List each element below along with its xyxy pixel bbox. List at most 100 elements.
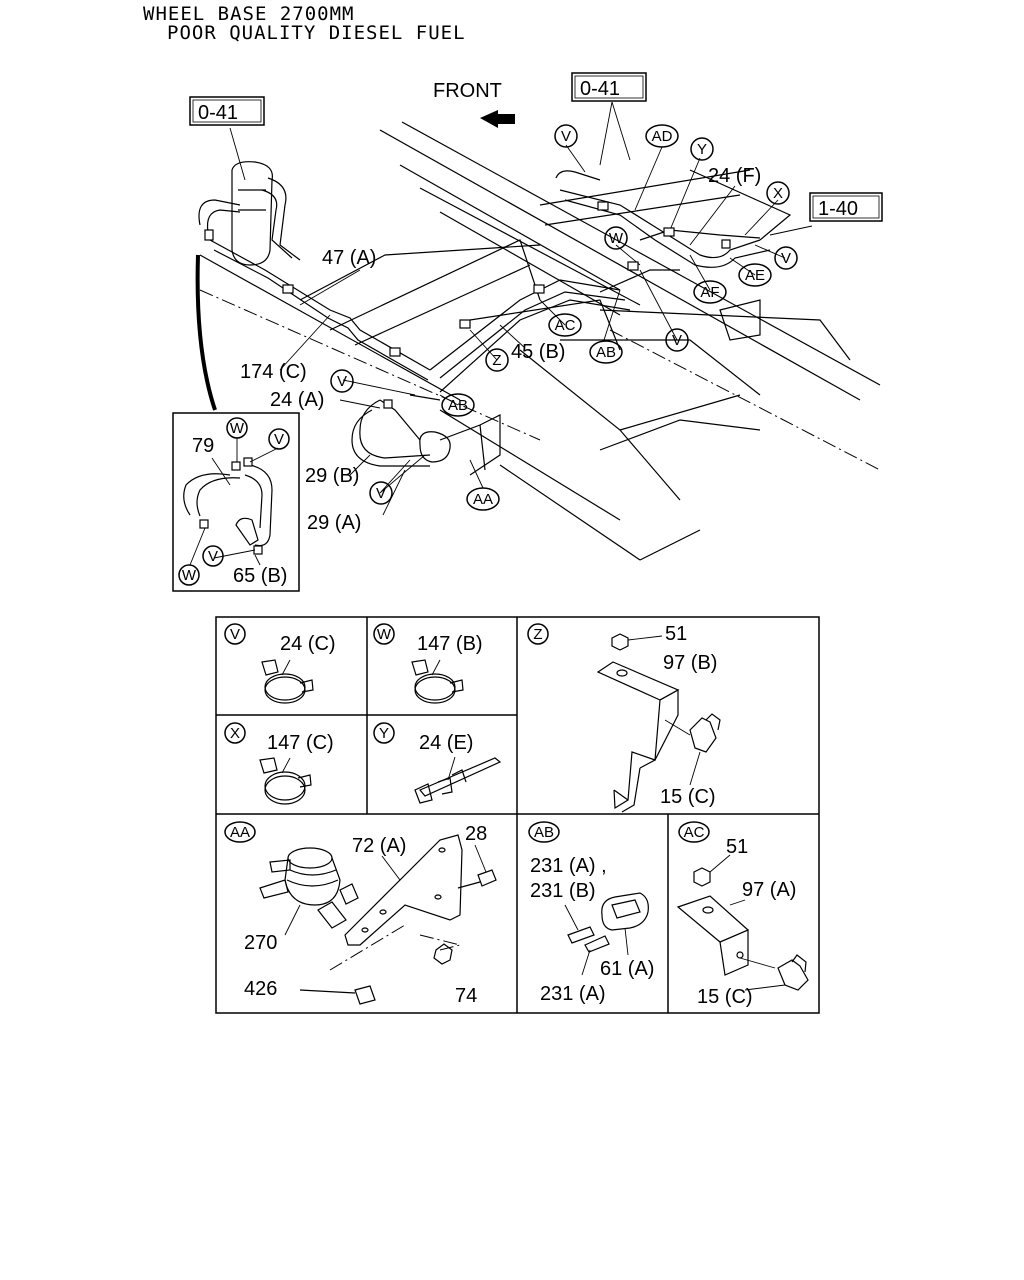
part-174c: 174 (C) bbox=[240, 361, 307, 383]
detail-code-ab: AB bbox=[528, 821, 560, 843]
title-wheel-base: WHEEL BASE 2700MM bbox=[143, 3, 355, 25]
part-47a: 47 (A) bbox=[322, 247, 376, 269]
hose-clamp-icon bbox=[261, 659, 314, 704]
svg-text:AB: AB bbox=[534, 824, 554, 841]
callout-ab: AB bbox=[441, 393, 475, 417]
pipe-clamps bbox=[204, 201, 731, 409]
callout-aa: AA bbox=[466, 487, 500, 511]
detail-aa: AA 72 (A) 28 270 426 74 bbox=[224, 821, 497, 1007]
svg-text:Z: Z bbox=[492, 352, 501, 369]
detail-ab-part-231a-b: 231 (A) , bbox=[530, 855, 607, 877]
ref-label: 1-40 bbox=[818, 198, 858, 220]
detail-code-z: Z bbox=[527, 623, 549, 645]
svg-text:AA: AA bbox=[473, 491, 493, 508]
detail-w: W 147 (B) bbox=[373, 623, 483, 704]
svg-text:AE: AE bbox=[745, 267, 765, 284]
callout-v: V bbox=[330, 369, 354, 393]
detail-code-v: V bbox=[224, 623, 246, 645]
ref-label: 0-41 bbox=[580, 78, 620, 100]
title-fuel-quality: POOR QUALITY DIESEL FUEL bbox=[167, 22, 466, 44]
detail-v: V 24 (C) bbox=[224, 623, 336, 704]
detail-code-y: Y bbox=[373, 722, 395, 744]
detail-aa-part-72a: 72 (A) bbox=[352, 835, 406, 857]
inset-detail: 79 W V V W 65 (B) bbox=[172, 412, 300, 592]
callout-x: X bbox=[766, 181, 790, 205]
detail-ab: AB 231 (A) , 231 (B) 61 (A) 231 (A) bbox=[528, 821, 654, 1005]
inset-callout-v: V bbox=[268, 428, 290, 450]
hose-clamp-icon bbox=[411, 659, 464, 704]
callout-ad: AD bbox=[645, 124, 679, 148]
ref-label: 0-41 bbox=[198, 102, 238, 124]
svg-text:W: W bbox=[377, 626, 392, 643]
inset-pointer bbox=[195, 254, 217, 411]
detail-y-part: 24 (E) bbox=[419, 732, 473, 754]
bracket-icon bbox=[676, 854, 809, 991]
part-24f: 24 (F) bbox=[708, 165, 761, 187]
callout-af: AF bbox=[693, 280, 727, 304]
svg-text:AD: AD bbox=[652, 128, 673, 145]
detail-code-w: W bbox=[373, 623, 395, 645]
detail-ab-part-61a: 61 (A) bbox=[600, 958, 654, 980]
inset-callout-w: W bbox=[226, 417, 248, 439]
part-45b: 45 (B) bbox=[511, 341, 565, 363]
callout-v: V bbox=[665, 328, 689, 352]
part-29a: 29 (A) bbox=[307, 512, 361, 534]
detail-ac-part-51: 51 bbox=[726, 836, 748, 858]
callout-v: V bbox=[369, 481, 393, 505]
bracket-icon bbox=[596, 633, 721, 813]
detail-ac-part-15c: 15 (C) bbox=[697, 986, 753, 1008]
detail-ab-part-231a: 231 (A) bbox=[540, 983, 606, 1005]
svg-text:Y: Y bbox=[379, 725, 389, 742]
detail-v-part: 24 (C) bbox=[280, 633, 336, 655]
detail-aa-part-28: 28 bbox=[465, 823, 487, 845]
detail-x-part: 147 (C) bbox=[267, 732, 334, 754]
svg-text:V: V bbox=[376, 485, 386, 502]
svg-text:V: V bbox=[230, 626, 240, 643]
callout-ae: AE bbox=[738, 263, 772, 287]
svg-text:Y: Y bbox=[697, 141, 707, 158]
inset-part-79: 79 bbox=[192, 435, 214, 457]
grommet-icon bbox=[564, 892, 649, 976]
svg-text:V: V bbox=[672, 332, 682, 349]
svg-text:V: V bbox=[208, 548, 218, 565]
svg-text:X: X bbox=[230, 725, 240, 742]
detail-z-part-15c: 15 (C) bbox=[660, 786, 716, 808]
inset-hoses bbox=[183, 438, 279, 566]
ref-box-1-40: 1-40 bbox=[809, 192, 883, 222]
detail-aa-part-426: 426 bbox=[244, 978, 277, 1000]
detail-aa-part-74: 74 bbox=[455, 985, 477, 1007]
ref-box-0-41-left: 0-41 bbox=[189, 96, 265, 126]
svg-text:AA: AA bbox=[230, 824, 250, 841]
part-24a: 24 (A) bbox=[270, 389, 324, 411]
svg-text:V: V bbox=[337, 373, 347, 390]
svg-text:AC: AC bbox=[555, 317, 576, 334]
detail-ac-part-97a: 97 (A) bbox=[742, 879, 796, 901]
detail-aa-part-270: 270 bbox=[244, 932, 277, 954]
detail-ab-part-231b: 231 (B) bbox=[530, 880, 596, 902]
detail-grid bbox=[215, 616, 820, 1014]
detail-w-part: 147 (B) bbox=[417, 633, 483, 655]
detail-y: Y 24 (E) bbox=[373, 722, 502, 804]
svg-text:V: V bbox=[274, 431, 284, 448]
detail-ac: AC 51 97 (A) 15 (C) bbox=[676, 821, 809, 1008]
svg-text:AF: AF bbox=[700, 284, 719, 301]
detail-code-ac: AC bbox=[678, 821, 710, 843]
svg-text:W: W bbox=[182, 567, 197, 584]
callout-w: W bbox=[604, 226, 628, 250]
svg-text:AB: AB bbox=[448, 397, 468, 414]
ref-box-0-41-right: 0-41 bbox=[571, 72, 647, 102]
inset-callout-v: V bbox=[202, 545, 224, 567]
detail-z-part-51: 51 bbox=[665, 623, 687, 645]
detail-x: X 147 (C) bbox=[224, 722, 334, 805]
main-part-labels: 24 (F) 47 (A) 174 (C) 45 (B) 24 (A) 29 (… bbox=[240, 165, 761, 534]
detail-code-aa: AA bbox=[224, 821, 256, 843]
svg-text:V: V bbox=[561, 128, 571, 145]
callout-y: Y bbox=[690, 137, 714, 161]
detail-z-part-97b: 97 (B) bbox=[663, 652, 717, 674]
front-label: FRONT bbox=[433, 80, 502, 102]
callout-v: V bbox=[774, 246, 798, 270]
callout-ac: AC bbox=[548, 313, 582, 337]
svg-text:AB: AB bbox=[596, 344, 616, 361]
callout-ab: AB bbox=[589, 340, 623, 364]
